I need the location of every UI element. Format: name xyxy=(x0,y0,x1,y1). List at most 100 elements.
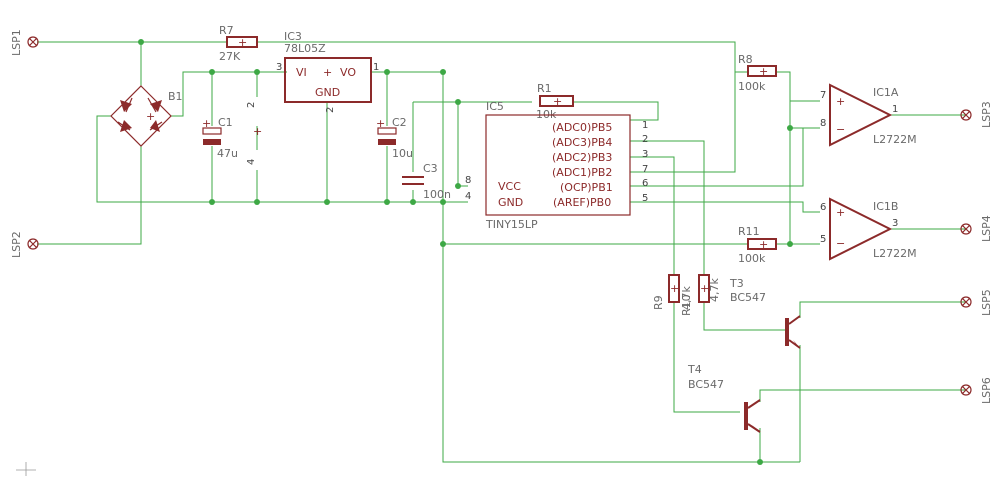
mcu-pin-label-3: (ADC1)PB2 xyxy=(552,166,612,179)
cap-pin-2: 2 xyxy=(246,102,257,108)
svg-text:+: + xyxy=(146,110,155,123)
regulator-pin-gnd: 2 xyxy=(325,107,336,113)
opamp-ic1a-pin-out: 1 xyxy=(892,104,898,115)
opamp-ic1a-value: L2722M xyxy=(873,133,917,146)
origin-marker xyxy=(16,462,36,476)
mcu-pin-num-5: 5 xyxy=(642,193,648,204)
connector-lsp6-label: LSP6 xyxy=(980,377,993,404)
svg-text:+: + xyxy=(238,36,247,49)
svg-text:+: + xyxy=(376,117,385,130)
capacitor-c2-value: 10u xyxy=(392,147,413,160)
mcu-pin-label-4: (OCP)PB1 xyxy=(560,181,613,194)
svg-text:+: + xyxy=(836,95,845,108)
regulator-vi-label: VI xyxy=(296,66,307,79)
connector-lsp6[interactable]: LSP6 xyxy=(960,377,993,404)
mcu-pin-num-1: 2 xyxy=(642,134,648,145)
mcu-vcc-label: VCC xyxy=(498,180,521,193)
resistor-r9-value: 4,7k xyxy=(680,286,693,310)
capacitor-c2[interactable]: + C2 10u xyxy=(376,116,413,160)
capacitor-c3-name: C3 xyxy=(423,162,438,175)
resistor-r7[interactable]: + R7 27K xyxy=(219,24,258,63)
mcu-ic5[interactable]: IC5 TINY15LP VCC GND 8 4 (ADC0)PB5 (ADC3… xyxy=(465,100,648,231)
connector-lsp1[interactable]: LSP1 xyxy=(10,29,39,56)
connector-lsp2-label: LSP2 xyxy=(10,231,23,258)
svg-text:+: + xyxy=(323,66,332,79)
connector-lsp4[interactable]: LSP4 xyxy=(960,215,993,242)
transistor-t3-value: BC547 xyxy=(730,291,766,304)
capacitor-c1[interactable]: + C1 47u xyxy=(202,116,238,160)
mcu-pin-num-0: 1 xyxy=(642,120,648,131)
capacitor-unlabelled[interactable]: 2 + 4 xyxy=(246,102,262,165)
connector-lsp5-label: LSP5 xyxy=(980,289,993,316)
transistor-t4-name: T4 xyxy=(687,363,702,376)
transistor-t3[interactable]: T3 BC547 xyxy=(729,277,801,349)
opamp-ic1a[interactable]: + − 7 8 1 IC1A L2722M xyxy=(820,83,917,147)
regulator-value: 78L05Z xyxy=(284,42,326,55)
bridge-label: B1 xyxy=(168,90,183,103)
svg-text:+: + xyxy=(253,125,262,138)
resistor-r9[interactable]: + R9 4,7k xyxy=(652,274,693,310)
resistor-r11-name: R11 xyxy=(738,225,760,238)
svg-text:+: + xyxy=(202,117,211,130)
regulator-ic3[interactable]: IC3 78L05Z VI + VO GND 3 1 2 xyxy=(276,30,379,113)
regulator-pin-out: 1 xyxy=(373,62,379,73)
mcu-pin-num-4: 6 xyxy=(642,178,648,189)
opamp-ic1a-name: IC1A xyxy=(873,86,899,99)
bridge-rectifier-b1[interactable]: + B1 xyxy=(110,85,183,147)
capacitor-c1-value: 47u xyxy=(217,147,238,160)
mcu-name: IC5 xyxy=(486,100,504,113)
opamp-ic1b-pin-minus: 5 xyxy=(820,234,826,245)
mcu-pin-label-5: (AREF)PB0 xyxy=(553,196,611,209)
connector-lsp2[interactable]: LSP2 xyxy=(10,231,39,258)
svg-text:−: − xyxy=(836,237,845,250)
resistor-r8-name: R8 xyxy=(738,53,753,66)
transistor-t3-name: T3 xyxy=(729,277,744,290)
mcu-pin-label-1: (ADC3)PB4 xyxy=(552,136,612,149)
resistor-r7-name: R7 xyxy=(219,24,234,37)
svg-text:+: + xyxy=(553,95,562,108)
resistor-r8[interactable]: + R8 100k xyxy=(738,53,777,93)
resistor-r10-value: 4,7k xyxy=(708,278,721,302)
regulator-gnd-label: GND xyxy=(315,86,340,99)
transistor-t4[interactable]: T4 BC547 xyxy=(687,363,761,433)
junctions xyxy=(138,39,793,465)
capacitor-c1-name: C1 xyxy=(218,116,233,129)
mcu-value: TINY15LP xyxy=(485,218,538,231)
capacitor-c3[interactable]: C3 100n xyxy=(402,162,451,201)
opamp-ic1b-pin-out: 3 xyxy=(892,218,898,229)
connector-lsp1-label: LSP1 xyxy=(10,29,23,56)
svg-text:−: − xyxy=(836,123,845,136)
opamp-ic1b-pin-plus: 6 xyxy=(820,202,826,213)
cap-pin-4: 4 xyxy=(246,159,257,165)
svg-text:+: + xyxy=(759,238,768,251)
resistor-r11[interactable]: + R11 100k xyxy=(738,225,777,265)
resistor-r10-name: R10 xyxy=(680,294,693,316)
resistor-r10[interactable]: + 4,7k R10 xyxy=(680,274,721,316)
mcu-pin-label-2: (ADC2)PB3 xyxy=(552,151,612,164)
mcu-pin-num-3: 7 xyxy=(642,164,648,175)
mcu-pin-label-0: (ADC0)PB5 xyxy=(552,121,612,134)
connector-lsp3[interactable]: LSP3 xyxy=(960,101,993,128)
resistor-r11-value: 100k xyxy=(738,252,766,265)
opamp-ic1b-value: L2722M xyxy=(873,247,917,260)
opamp-ic1a-pin-minus: 8 xyxy=(820,118,826,129)
resistor-r8-value: 100k xyxy=(738,80,766,93)
mcu-pin-vcc: 8 xyxy=(465,175,471,186)
transistor-t4-value: BC547 xyxy=(688,378,724,391)
capacitor-c2-name: C2 xyxy=(392,116,407,129)
resistor-r9-name: R9 xyxy=(652,295,665,310)
svg-text:+: + xyxy=(759,65,768,78)
opamp-ic1b[interactable]: + − 6 5 3 IC1B L2722M xyxy=(820,197,917,261)
opamp-ic1a-pin-plus: 7 xyxy=(820,90,826,101)
connector-lsp3-label: LSP3 xyxy=(980,101,993,128)
opamp-ic1b-name: IC1B xyxy=(873,200,898,213)
regulator-vo-label: VO xyxy=(340,66,356,79)
connector-lsp4-label: LSP4 xyxy=(980,215,993,242)
resistor-r1-name: R1 xyxy=(537,82,552,95)
connector-lsp5[interactable]: LSP5 xyxy=(960,289,993,316)
svg-text:+: + xyxy=(700,282,709,295)
svg-text:+: + xyxy=(836,206,845,219)
capacitor-c3-value: 100n xyxy=(423,188,451,201)
svg-text:+: + xyxy=(670,282,679,295)
